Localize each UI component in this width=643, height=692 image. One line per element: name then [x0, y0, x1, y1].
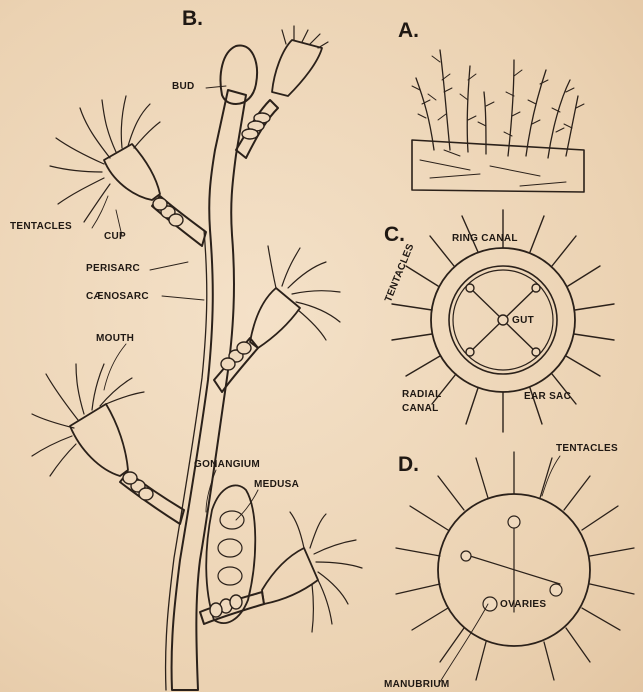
label-ring-canal: RING CANAL	[452, 234, 518, 244]
tentacles-middle-right	[268, 246, 340, 340]
label-tentacles-b: TENTACLES	[10, 222, 72, 232]
label-gonangium: GONANGIUM	[194, 460, 260, 470]
label-radial: RADIAL	[402, 390, 442, 400]
label-manubrium: MANUBRIUM	[384, 680, 449, 690]
label-medusa: MEDUSA	[254, 480, 299, 490]
figure-a-label: A.	[398, 20, 419, 41]
label-mouth: MOUTH	[96, 334, 134, 344]
label-canal: CANAL	[402, 404, 439, 414]
figure-b-label: B.	[182, 8, 203, 29]
label-ear-sac: EAR SAC	[524, 392, 571, 402]
label-tentacles-d: TENTACLES	[556, 444, 618, 454]
figure-d-label: D.	[398, 454, 419, 475]
label-cup: CUP	[104, 232, 126, 242]
label-ovaries: OVARIES	[500, 600, 546, 610]
label-perisarc: PERISARC	[86, 264, 140, 274]
figure-c-label: C.	[384, 224, 405, 245]
label-gut: GUT	[512, 316, 534, 326]
label-bud: BUD	[172, 82, 195, 92]
polyp-cup-lower-left	[70, 404, 128, 476]
label-caenosarc: CÆNOSARC	[86, 292, 149, 302]
figure-d-medusa	[396, 452, 634, 682]
figure-b-colony	[32, 26, 362, 690]
tentacles-lower-right	[290, 512, 362, 632]
figure-a-colony	[412, 50, 584, 192]
